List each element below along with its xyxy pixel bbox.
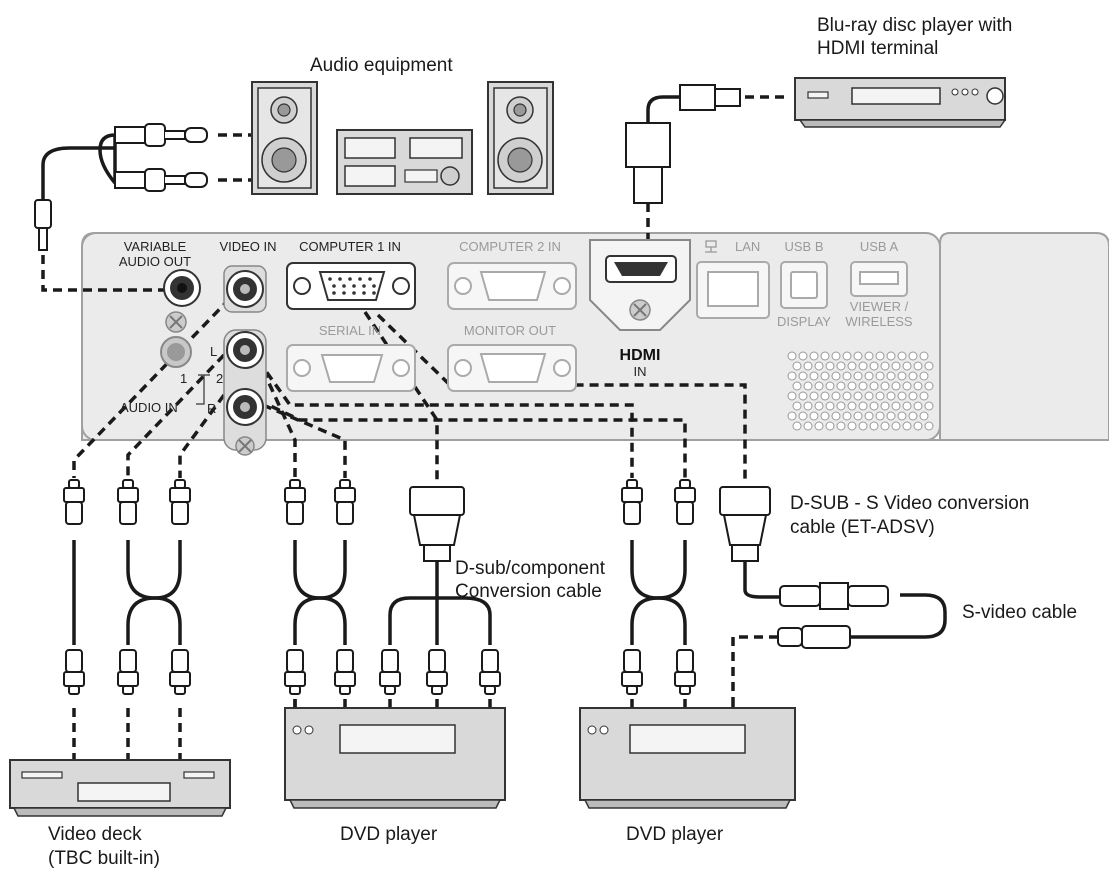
network-icon: [705, 240, 717, 253]
computer1-in-port: [286, 262, 416, 310]
hdmi-logo: HDMI: [620, 347, 661, 364]
dvd-player-2-label: DVD player: [626, 824, 724, 845]
rca-plug-icon: [674, 479, 696, 525]
rca-plug-icon: [479, 649, 501, 695]
r-label: R: [207, 401, 216, 416]
rca-plug-icon: [117, 479, 139, 525]
audio-in-label: AUDIO IN: [120, 400, 178, 415]
rca-plug-icon: [674, 649, 696, 695]
hdmi-in-label: IN: [634, 364, 647, 379]
usb-b-label: USB B: [784, 239, 823, 254]
audio-out-label: AUDIO OUT: [119, 254, 191, 269]
audio-equipment: [251, 81, 554, 195]
bluray-label-line1: Blu-ray disc player with: [817, 15, 1013, 36]
rca-plug-icon: [63, 649, 85, 695]
dsub-svideo-label-line1: D-SUB - S Video conversion: [790, 493, 1030, 514]
num-1-label: 1: [180, 371, 187, 386]
bluray-player: [794, 77, 1007, 128]
display-label: DISPLAY: [777, 314, 831, 329]
lan-label: LAN: [735, 239, 760, 254]
hdmi-plug-icon: [625, 122, 671, 204]
serial-in-port: [286, 344, 416, 392]
vent-grille: [787, 351, 934, 431]
hdmi-in-port: [589, 239, 691, 331]
dsub-connector-icon: [409, 486, 465, 562]
dvd-player-1: [284, 707, 506, 809]
computer2-in-port: [447, 262, 577, 310]
audio-in-r-jack: [226, 388, 264, 426]
rca-plug-icon: [169, 649, 191, 695]
usb-a-label: USB A: [860, 239, 899, 254]
rca-plug-icon: [63, 479, 85, 525]
serial-in-label: SERIAL IN: [319, 323, 381, 338]
computer2-in-label: COMPUTER 2 IN: [459, 239, 561, 254]
svideo-plug-icon: [777, 625, 851, 649]
usb-a-port: [850, 261, 908, 297]
dsub-component-label-line1: D-sub/component: [455, 558, 605, 579]
dvd-player-2: [579, 707, 796, 809]
dsub-svideo-label-line2: cable (ET-ADSV): [790, 517, 935, 538]
monitor-out-label: MONITOR OUT: [464, 323, 556, 338]
rca-plug-icon: [334, 479, 356, 525]
rca-plug-icon: [114, 123, 208, 147]
usb-b-port: [780, 261, 828, 309]
rca-plug-icon: [621, 649, 643, 695]
monitor-out-port: [447, 344, 577, 392]
audio-equipment-label: Audio equipment: [310, 55, 453, 76]
video-deck-label-line2: (TBC built-in): [48, 848, 160, 869]
video-in-label: VIDEO IN: [219, 239, 276, 254]
viewer-label: VIEWER /: [850, 299, 909, 314]
audio-in-l-jack: [226, 331, 264, 369]
variable-label: VARIABLE: [124, 239, 187, 254]
svideo-plug-icon: [779, 582, 889, 610]
hdmi-plug-icon: [679, 84, 741, 111]
rca-plug-icon: [426, 649, 448, 695]
video-deck-label-line1: Video deck: [48, 824, 142, 845]
rca-plug-icon: [117, 649, 139, 695]
svideo-cable-label: S-video cable: [962, 602, 1078, 623]
num-2-label: 2: [216, 371, 223, 386]
dsub-connector-icon: [719, 486, 771, 562]
rca-plug-icon: [114, 168, 208, 192]
rca-plug-icon: [621, 479, 643, 525]
screw-icon: [165, 311, 187, 333]
video-in-jack: [223, 265, 267, 313]
dsub-component-label-line2: Conversion cable: [455, 581, 602, 602]
mini-plug-icon: [34, 199, 52, 251]
computer1-in-label: COMPUTER 1 IN: [299, 239, 401, 254]
rca-plug-icon: [284, 479, 306, 525]
dvd-player-1-label: DVD player: [340, 824, 438, 845]
video-deck: [9, 759, 231, 817]
l-label: L: [210, 344, 217, 359]
cables: [41, 95, 947, 760]
rca-plug-icon: [379, 649, 401, 695]
rca-plug-icon: [284, 649, 306, 695]
screw-icon: [235, 436, 255, 456]
audio-in-1-jack: [160, 336, 192, 368]
rca-plug-icon: [169, 479, 191, 525]
rca-plug-icon: [334, 649, 356, 695]
bluray-label-line2: HDMI terminal: [817, 38, 939, 59]
variable-audio-out-jack: [163, 269, 201, 307]
lan-port: [696, 261, 770, 319]
wireless-label: WIRELESS: [845, 314, 913, 329]
